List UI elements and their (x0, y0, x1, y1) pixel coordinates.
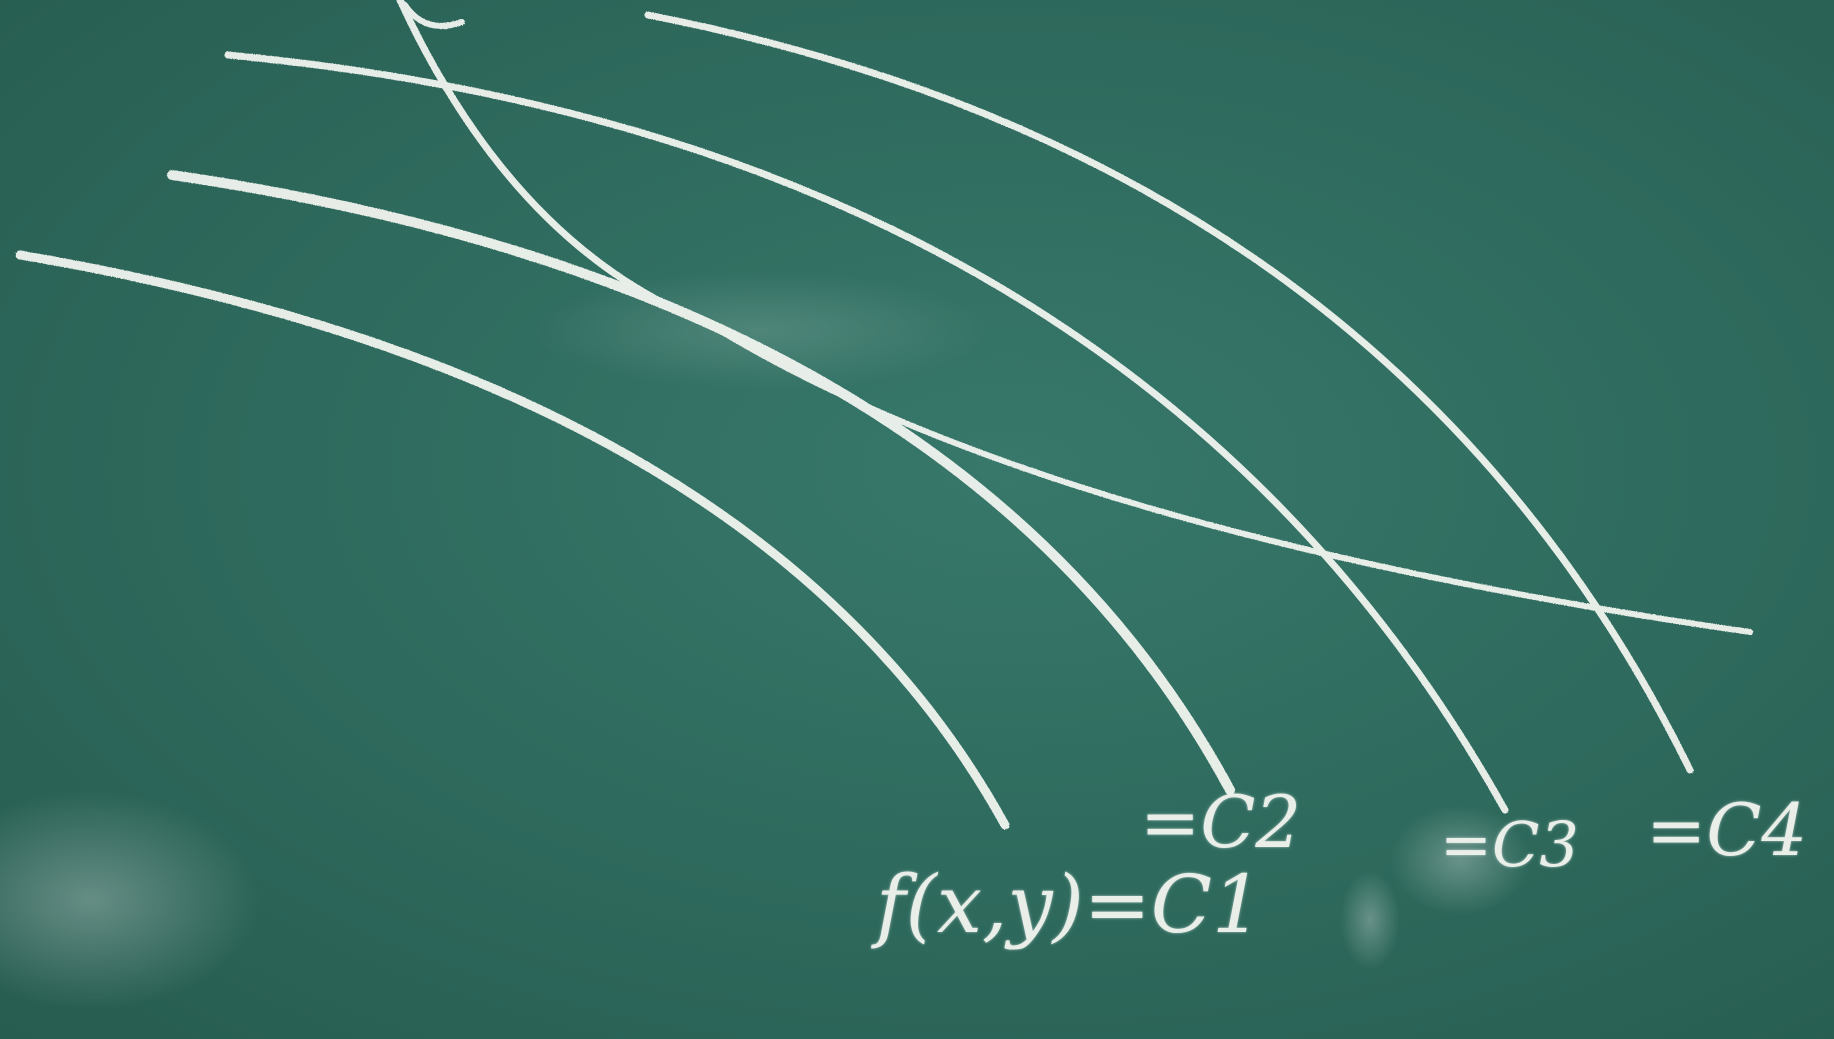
level-curve-label-c3: =C3 (1440, 808, 1579, 881)
level-curve-c2 (167, 170, 1235, 795)
level-curve-c3 (224, 51, 1509, 814)
eraser-smudge (530, 270, 990, 390)
level-curve-label-c2: =C2 (1140, 780, 1302, 864)
crossing-curve-long (703, 319, 1753, 635)
level-curve-c1 (15, 250, 1010, 830)
erased-chalk-mark (402, 2, 465, 29)
level-curve-c4 (644, 11, 1694, 774)
level-curve-label-c1: f(x,y)=C1 (876, 858, 1263, 951)
eraser-smudge (1390, 805, 1530, 915)
eraser-smudge (0, 790, 260, 1010)
level-curve-label-c4: =C4 (1646, 788, 1808, 872)
eraser-smudge (1340, 870, 1400, 970)
crossing-curve-steep (396, 0, 734, 336)
